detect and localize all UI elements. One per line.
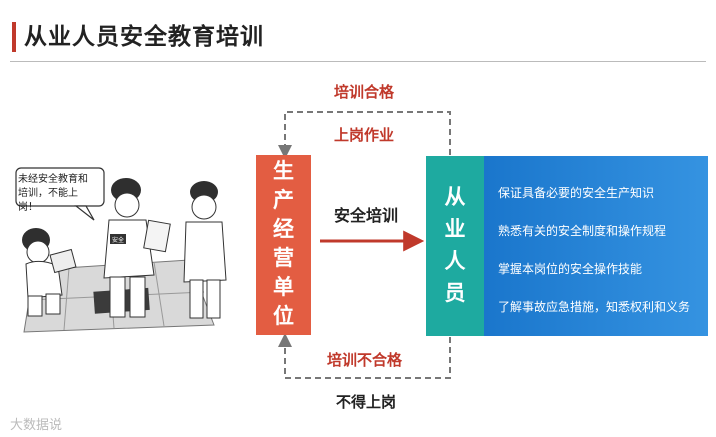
cartoon-illustration: 安全	[15, 167, 227, 333]
badge-text: 安全	[112, 236, 124, 244]
failed-training-label: 培训不合格	[327, 351, 403, 369]
passed-training-label: 培训合格	[334, 83, 395, 101]
requirements-panel	[484, 156, 708, 336]
speech-bubble-text: 未经安全教育和 培训，不能上岗！	[18, 174, 88, 213]
no-work-label: 不得上岗	[336, 393, 397, 411]
bottom-loop-line	[278, 333, 451, 379]
worker-thinking	[183, 181, 227, 319]
page-title: 从业人员安全教育培训	[24, 24, 264, 50]
start-work-label: 上岗作业	[334, 126, 395, 144]
worker-supervisor	[103, 178, 171, 318]
practitioner-box	[426, 156, 484, 336]
watermark: 大数据说	[10, 418, 63, 433]
worker-crouching	[22, 228, 77, 317]
safety-training-label: 安全培训	[334, 206, 399, 225]
requirement-item: 了解事故应急措施，知悉权利和义务	[498, 300, 691, 314]
requirement-item: 掌握本岗位的安全操作技能	[498, 262, 643, 276]
requirement-item: 保证具备必要的安全生产知识	[498, 186, 655, 200]
production-unit-box	[256, 155, 311, 335]
requirement-item: 熟悉有关的安全制度和操作规程	[498, 224, 667, 238]
practitioner-label: 从 业 人 员	[444, 185, 466, 305]
top-loop-line	[278, 111, 451, 159]
production-unit-label: 生 产 经 营 单 位	[273, 159, 294, 328]
title-divider	[10, 61, 706, 62]
speech-bubble	[15, 167, 105, 207]
title-accent-bar	[12, 22, 16, 52]
